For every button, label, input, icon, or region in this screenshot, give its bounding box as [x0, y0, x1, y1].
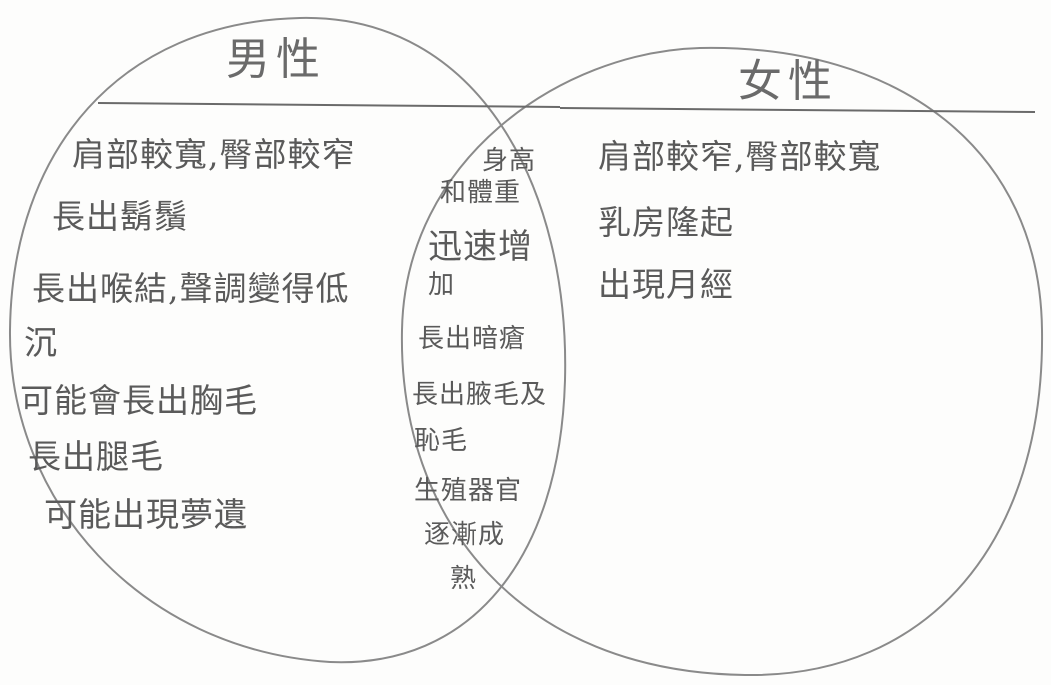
male-trait-beard: 長出鬍鬚: [52, 197, 188, 236]
common-trait-genitals: 生殖器官: [414, 476, 523, 506]
common-trait-acne: 長出暗瘡: [418, 324, 527, 354]
common-trait-armpit-hair: 長出腋毛及: [412, 380, 548, 410]
common-trait-weight: 和體重: [440, 178, 522, 208]
female-header-divider: [559, 107, 1036, 113]
male-trait-adams-apple-cont: 沉: [24, 323, 58, 362]
common-trait-mature-cont: 熟: [450, 564, 478, 594]
female-trait-breasts: 乳房隆起: [598, 203, 734, 242]
male-header-divider: [97, 102, 561, 108]
common-trait-increase: 加: [428, 270, 456, 300]
male-trait-adams-apple: 長出喉結,聲調變得低: [32, 269, 350, 308]
common-trait-pubic-hair: 恥毛: [414, 426, 469, 456]
male-title: 男性: [226, 34, 326, 85]
female-circle: [400, 46, 1044, 677]
common-trait-height: 身高: [482, 146, 537, 176]
male-trait-shoulders: 肩部較寬,臀部較窄: [72, 135, 356, 174]
male-trait-wet-dream: 可能出現夢遺: [44, 495, 248, 534]
common-trait-mature: 逐漸成: [424, 520, 506, 550]
male-trait-leg-hair: 長出腿毛: [28, 437, 164, 476]
male-trait-chest-hair: 可能會長出胸毛: [20, 381, 258, 420]
male-circle: [8, 16, 567, 664]
female-title: 女性: [738, 56, 838, 107]
female-trait-menstruation: 出現月經: [598, 265, 734, 304]
female-trait-shoulders: 肩部較窄,臀部較寬: [598, 137, 882, 176]
common-trait-rapid: 迅速增: [428, 227, 533, 267]
